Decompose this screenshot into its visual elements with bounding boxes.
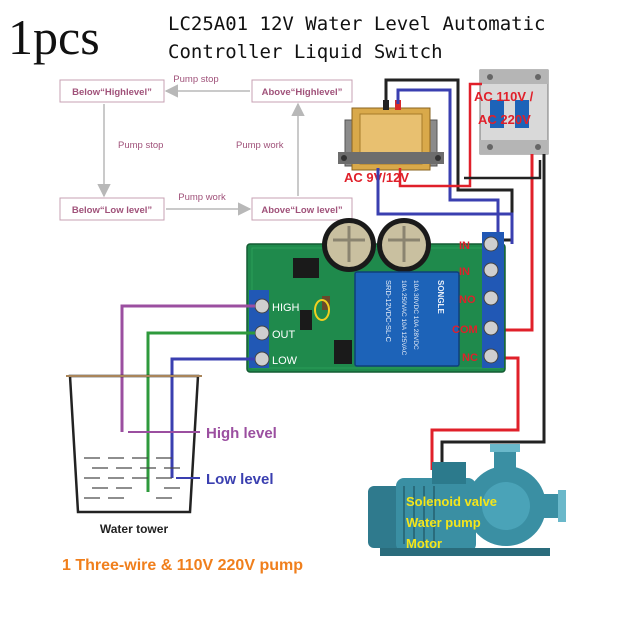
flow-box-above-high-label: Above“Highlevel” bbox=[262, 87, 343, 98]
breaker-label-line2: AC 220V bbox=[478, 112, 531, 127]
flow-box-below-high-label: Below“Highlevel” bbox=[72, 87, 152, 98]
relay-spec-2: 10A 30VDC 10A 28VDC bbox=[412, 280, 419, 350]
terminal-out bbox=[254, 325, 270, 341]
pump-label-line2: Water pump bbox=[406, 515, 481, 530]
term-label-nc: NC bbox=[462, 352, 478, 364]
terminal-com bbox=[483, 320, 499, 336]
wire-no-pump bbox=[430, 356, 520, 470]
flow-box-above-high bbox=[251, 79, 353, 103]
term-label-no: NO bbox=[459, 294, 476, 306]
wire-probe-low bbox=[170, 357, 255, 478]
breaker-label-line1: AC 110V / bbox=[474, 89, 534, 104]
flow-box-above-low-label: Above“Low level” bbox=[261, 205, 343, 216]
terminal-high bbox=[254, 298, 270, 314]
high-level-label: High level bbox=[206, 425, 277, 442]
terminal-nc bbox=[483, 348, 499, 364]
product-title-line2: Controller Liquid Switch bbox=[168, 41, 443, 63]
flow-box-below-low bbox=[59, 197, 165, 221]
term-label-in2: IN bbox=[459, 266, 470, 278]
pin-label-low: LOW bbox=[272, 355, 298, 367]
controller-board: SRD-12VDC-SL-C 10A 250VAC 10A 125VAC 10A… bbox=[246, 218, 506, 373]
pin-label-high: HIGH bbox=[272, 302, 300, 314]
relay: SRD-12VDC-SL-C 10A 250VAC 10A 125VAC 10A… bbox=[354, 271, 460, 367]
term-label-in1: IN bbox=[459, 240, 470, 252]
low-level-label: Low level bbox=[206, 471, 274, 488]
footer-caption: 1 Three-wire & 110V 220V pump bbox=[62, 557, 303, 574]
capacitor-1 bbox=[322, 218, 376, 272]
relay-spec-1: 10A 250VAC 10A 125VAC bbox=[400, 280, 407, 356]
pump-label-line3: Motor bbox=[406, 536, 442, 551]
capacitor-2 bbox=[377, 218, 431, 272]
pin-label-out: OUT bbox=[272, 329, 296, 341]
logic-flow-chart: Below“Highlevel” Above“Highlevel” Below“… bbox=[59, 74, 353, 221]
wire-probe-common bbox=[146, 331, 255, 492]
water-pump bbox=[368, 444, 566, 556]
flow-box-above-low bbox=[251, 197, 353, 221]
wire-transformer-blue2 bbox=[376, 168, 514, 244]
terminal-no bbox=[483, 290, 499, 306]
wire-transformer-red bbox=[398, 82, 482, 188]
flow-arrow-bottom-label: Pump work bbox=[178, 192, 226, 203]
ic-chip bbox=[293, 258, 319, 278]
flow-arrow-left-label: Pump stop bbox=[118, 140, 163, 151]
wire-probe-high bbox=[120, 304, 255, 432]
relay-model: SRD-12VDC-SL-C bbox=[384, 280, 393, 343]
flow-arrow-top-label: Pump stop bbox=[173, 74, 218, 85]
terminal-in2 bbox=[483, 262, 499, 278]
flow-arrow-right-label: Pump work bbox=[236, 140, 284, 151]
product-title-line1: LC25A01 12V Water Level Automatic bbox=[168, 13, 546, 35]
flow-box-below-high bbox=[59, 79, 165, 103]
wire-breaker-neutral bbox=[440, 154, 546, 470]
water-tower bbox=[66, 374, 202, 514]
terminal-low bbox=[254, 351, 270, 367]
circuit-breaker bbox=[479, 69, 549, 155]
term-label-com: COM bbox=[452, 324, 478, 336]
relay-brand: SONGLE bbox=[436, 280, 445, 314]
terminal-in1 bbox=[483, 236, 499, 252]
wire-nc-extra bbox=[464, 160, 542, 180]
pump-label-line1: Solenoid valve bbox=[406, 494, 497, 509]
water-tower-caption: Water tower bbox=[100, 522, 169, 536]
flow-box-below-low-label: Below“Low level” bbox=[72, 205, 152, 216]
quantity-label: 1pcs bbox=[8, 9, 100, 65]
transformer bbox=[338, 100, 444, 171]
